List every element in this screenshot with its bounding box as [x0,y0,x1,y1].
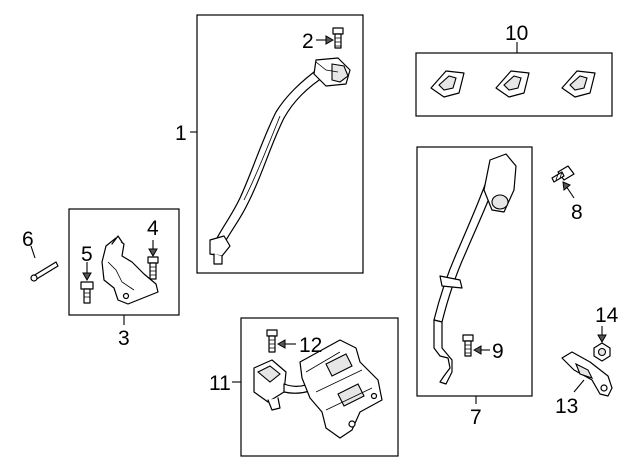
frame-part-1 [196,14,364,274]
callout-14: 14 [595,304,619,327]
bolt-part-9 [462,334,474,357]
callout-1: 1 [175,122,187,145]
bolt-part-12 [266,329,278,353]
cover-part-10-a [430,70,465,98]
bracket-part-3 [101,235,159,305]
callout-13: 13 [555,395,578,418]
callout-2: 2 [302,30,314,53]
nut-part-14 [593,342,611,362]
leader-lines [30,35,607,404]
bolt-part-5 [80,281,94,304]
callout-6: 6 [22,228,34,251]
callout-12: 12 [299,334,322,357]
cover-part-10-b [495,70,530,98]
frame-part-11 [240,317,399,457]
callout-8: 8 [571,201,583,224]
callout-5: 5 [81,243,93,266]
callout-9: 9 [492,340,504,363]
bracket-part-13 [561,351,613,397]
callout-3: 3 [118,327,130,350]
callout-11: 11 [209,372,231,395]
cover-part-10-c [561,70,596,98]
callout-7: 7 [470,406,482,429]
seat-belt-part-7 [433,153,517,385]
bolt-part-2 [332,27,344,49]
buckle-assembly-part-11 [253,339,383,439]
callout-4: 4 [147,217,159,240]
bolt-part-4 [147,256,159,280]
seat-belt-part-1 [209,57,351,265]
frame-part-7 [416,146,533,397]
callout-10: 10 [505,22,528,45]
pin-part-6 [30,261,59,282]
bolt-part-8 [551,165,575,183]
frame-part-10 [415,52,613,117]
